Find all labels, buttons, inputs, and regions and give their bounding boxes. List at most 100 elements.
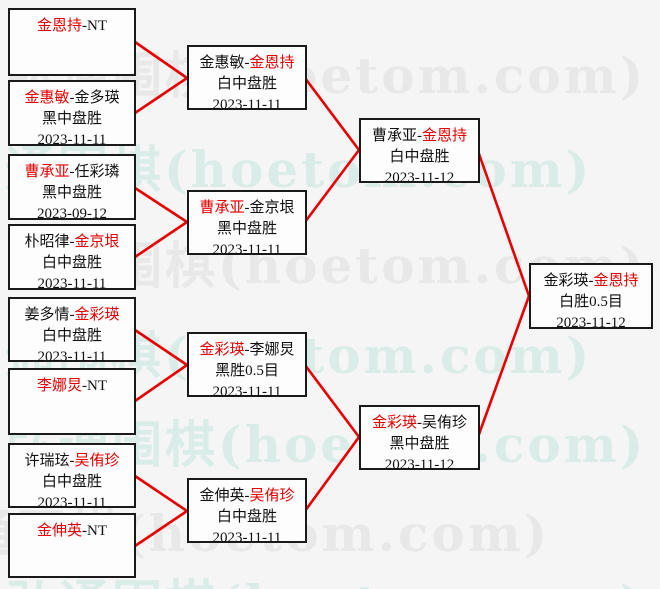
match-date: 2023-11-11: [37, 276, 107, 292]
match-result: 白中盘胜: [216, 509, 277, 525]
connector-line: [134, 363, 188, 403]
match-players: 曹承亚-金京垠: [189, 198, 305, 219]
match-date: [10, 418, 134, 439]
match-players: 金伸英-吴侑珍: [189, 486, 305, 507]
match-result: 白中盘胜: [41, 328, 102, 344]
match-players: 金伸英-NT: [10, 521, 134, 542]
match-players: 金惠敏-金恩持: [189, 53, 305, 74]
match-result: 白中盘胜: [41, 474, 102, 490]
match-result: [10, 542, 134, 563]
match-result: 白中盘胜: [389, 149, 450, 165]
player-name: 曹承亚: [24, 164, 70, 180]
match-date: [10, 563, 134, 584]
match-players: 金彩瑛-吴侑珍: [361, 413, 478, 434]
player-name: 金伸英: [199, 488, 245, 504]
vs-dash: -: [69, 307, 75, 323]
match-result: 白中盘胜: [41, 255, 102, 271]
vs-dash: -: [588, 273, 594, 289]
player-name: NT: [87, 378, 107, 394]
match-date: [10, 58, 134, 79]
match-date: 2023-09-12: [37, 206, 107, 222]
match-box-r1-2: 金惠敏-金多瑛 黑中盘胜 2023-11-11: [8, 80, 136, 148]
connector-line: [134, 328, 188, 367]
player-name: 金多瑛: [74, 90, 120, 106]
match-box-r2-4: 金伸英-吴侑珍 白中盘胜 2023-11-11: [187, 478, 307, 546]
connector-line: [303, 364, 361, 438]
player-name: 任彩璘: [74, 164, 120, 180]
match-date: 2023-11-11: [37, 495, 107, 511]
vs-dash: -: [69, 234, 75, 250]
player-name: 金惠敏: [24, 90, 70, 106]
connector-line: [303, 436, 361, 512]
match-players: 曹承亚-金恩持: [361, 126, 478, 147]
vs-dash: -: [417, 128, 422, 144]
player-name: 金恩持: [36, 18, 82, 34]
match-box-r1-3: 曹承亚-任彩璘 黑中盘胜 2023-09-12: [8, 154, 136, 222]
player-name: 许瑞玹: [24, 453, 70, 469]
vs-dash: -: [82, 378, 87, 394]
vs-dash: -: [69, 90, 75, 106]
vs-dash: -: [244, 488, 250, 504]
player-name: 曹承亚: [199, 200, 245, 216]
match-date: 2023-11-11: [37, 349, 107, 365]
connector-line: [134, 220, 188, 259]
match-result: 黑中盘胜: [41, 185, 102, 201]
connector-line: [134, 474, 188, 513]
match-box-r1-1: 金恩持-NT: [8, 8, 136, 76]
player-name: NT: [87, 523, 107, 539]
player-name: 金恩持: [249, 55, 295, 71]
match-result: [10, 37, 134, 58]
match-box-r1-8: 金伸英-NT: [8, 513, 136, 578]
match-players: 金彩瑛-金恩持: [531, 271, 651, 292]
match-result: 黑胜0.5目: [215, 363, 279, 379]
connector-line: [476, 150, 531, 297]
vs-dash: -: [82, 523, 87, 539]
match-box-r2-3: 金彩瑛-李娜炅 黑胜0.5目 2023-11-11: [187, 332, 307, 400]
match-box-r2-2: 曹承亚-金京垠 黑中盘胜 2023-11-11: [187, 190, 307, 258]
match-date: 2023-11-11: [37, 132, 107, 148]
match-box-r1-4: 朴昭律-金京垠 白中盘胜 2023-11-11: [8, 224, 136, 292]
connector-line: [134, 509, 188, 548]
vs-dash: -: [244, 55, 250, 71]
match-box-r1-6: 李娜炅-NT: [8, 368, 136, 435]
connector-line: [476, 295, 531, 438]
player-name: 曹承亚: [371, 128, 417, 144]
player-name: 吴侑珍: [422, 415, 468, 431]
vs-dash: -: [82, 18, 87, 34]
match-box-sf-1: 曹承亚-金恩持 白中盘胜 2023-11-12: [359, 118, 480, 186]
match-box-sf-2: 金彩瑛-吴侑珍 黑中盘胜 2023-11-12: [359, 405, 480, 473]
vs-dash: -: [69, 164, 75, 180]
player-name: 金京垠: [249, 200, 295, 216]
match-players: 曹承亚-任彩璘: [10, 162, 134, 183]
match-players: 许瑞玹-吴侑珍: [10, 451, 134, 472]
player-name: 金彩瑛: [74, 307, 120, 323]
match-result: 黑中盘胜: [216, 221, 277, 237]
player-name: 金彩瑛: [371, 415, 417, 431]
player-name: 金彩瑛: [199, 342, 245, 358]
player-name: 金彩瑛: [543, 273, 589, 289]
match-players: 朴昭律-金京垠: [10, 232, 134, 253]
match-players: 金恩持-NT: [10, 16, 134, 37]
vs-dash: -: [417, 415, 422, 431]
connector-line: [134, 186, 188, 224]
player-name: 金伸英: [36, 523, 82, 539]
match-players: 金彩瑛-李娜炅: [189, 340, 305, 361]
match-result: 白中盘胜: [216, 76, 277, 92]
match-result: 白胜0.5目: [559, 294, 623, 310]
match-date: 2023-11-11: [212, 242, 282, 258]
vs-dash: -: [69, 453, 75, 469]
match-date: 2023-11-11: [212, 530, 282, 546]
player-name: 金恩持: [422, 128, 468, 144]
player-name: 姜多情: [24, 307, 70, 323]
player-name: 金恩持: [593, 273, 639, 289]
match-box-final: 金彩瑛-金恩持 白胜0.5目 2023-11-12: [529, 263, 653, 331]
match-players: 金惠敏-金多瑛: [10, 88, 134, 109]
player-name: 朴昭律: [24, 234, 70, 250]
connector-line: [303, 149, 361, 223]
match-date: 2023-11-12: [384, 457, 455, 473]
player-name: 吴侑珍: [74, 453, 120, 469]
player-name: 金惠敏: [199, 55, 245, 71]
vs-dash: -: [244, 200, 250, 216]
match-players: 李娜炅-NT: [10, 376, 134, 397]
